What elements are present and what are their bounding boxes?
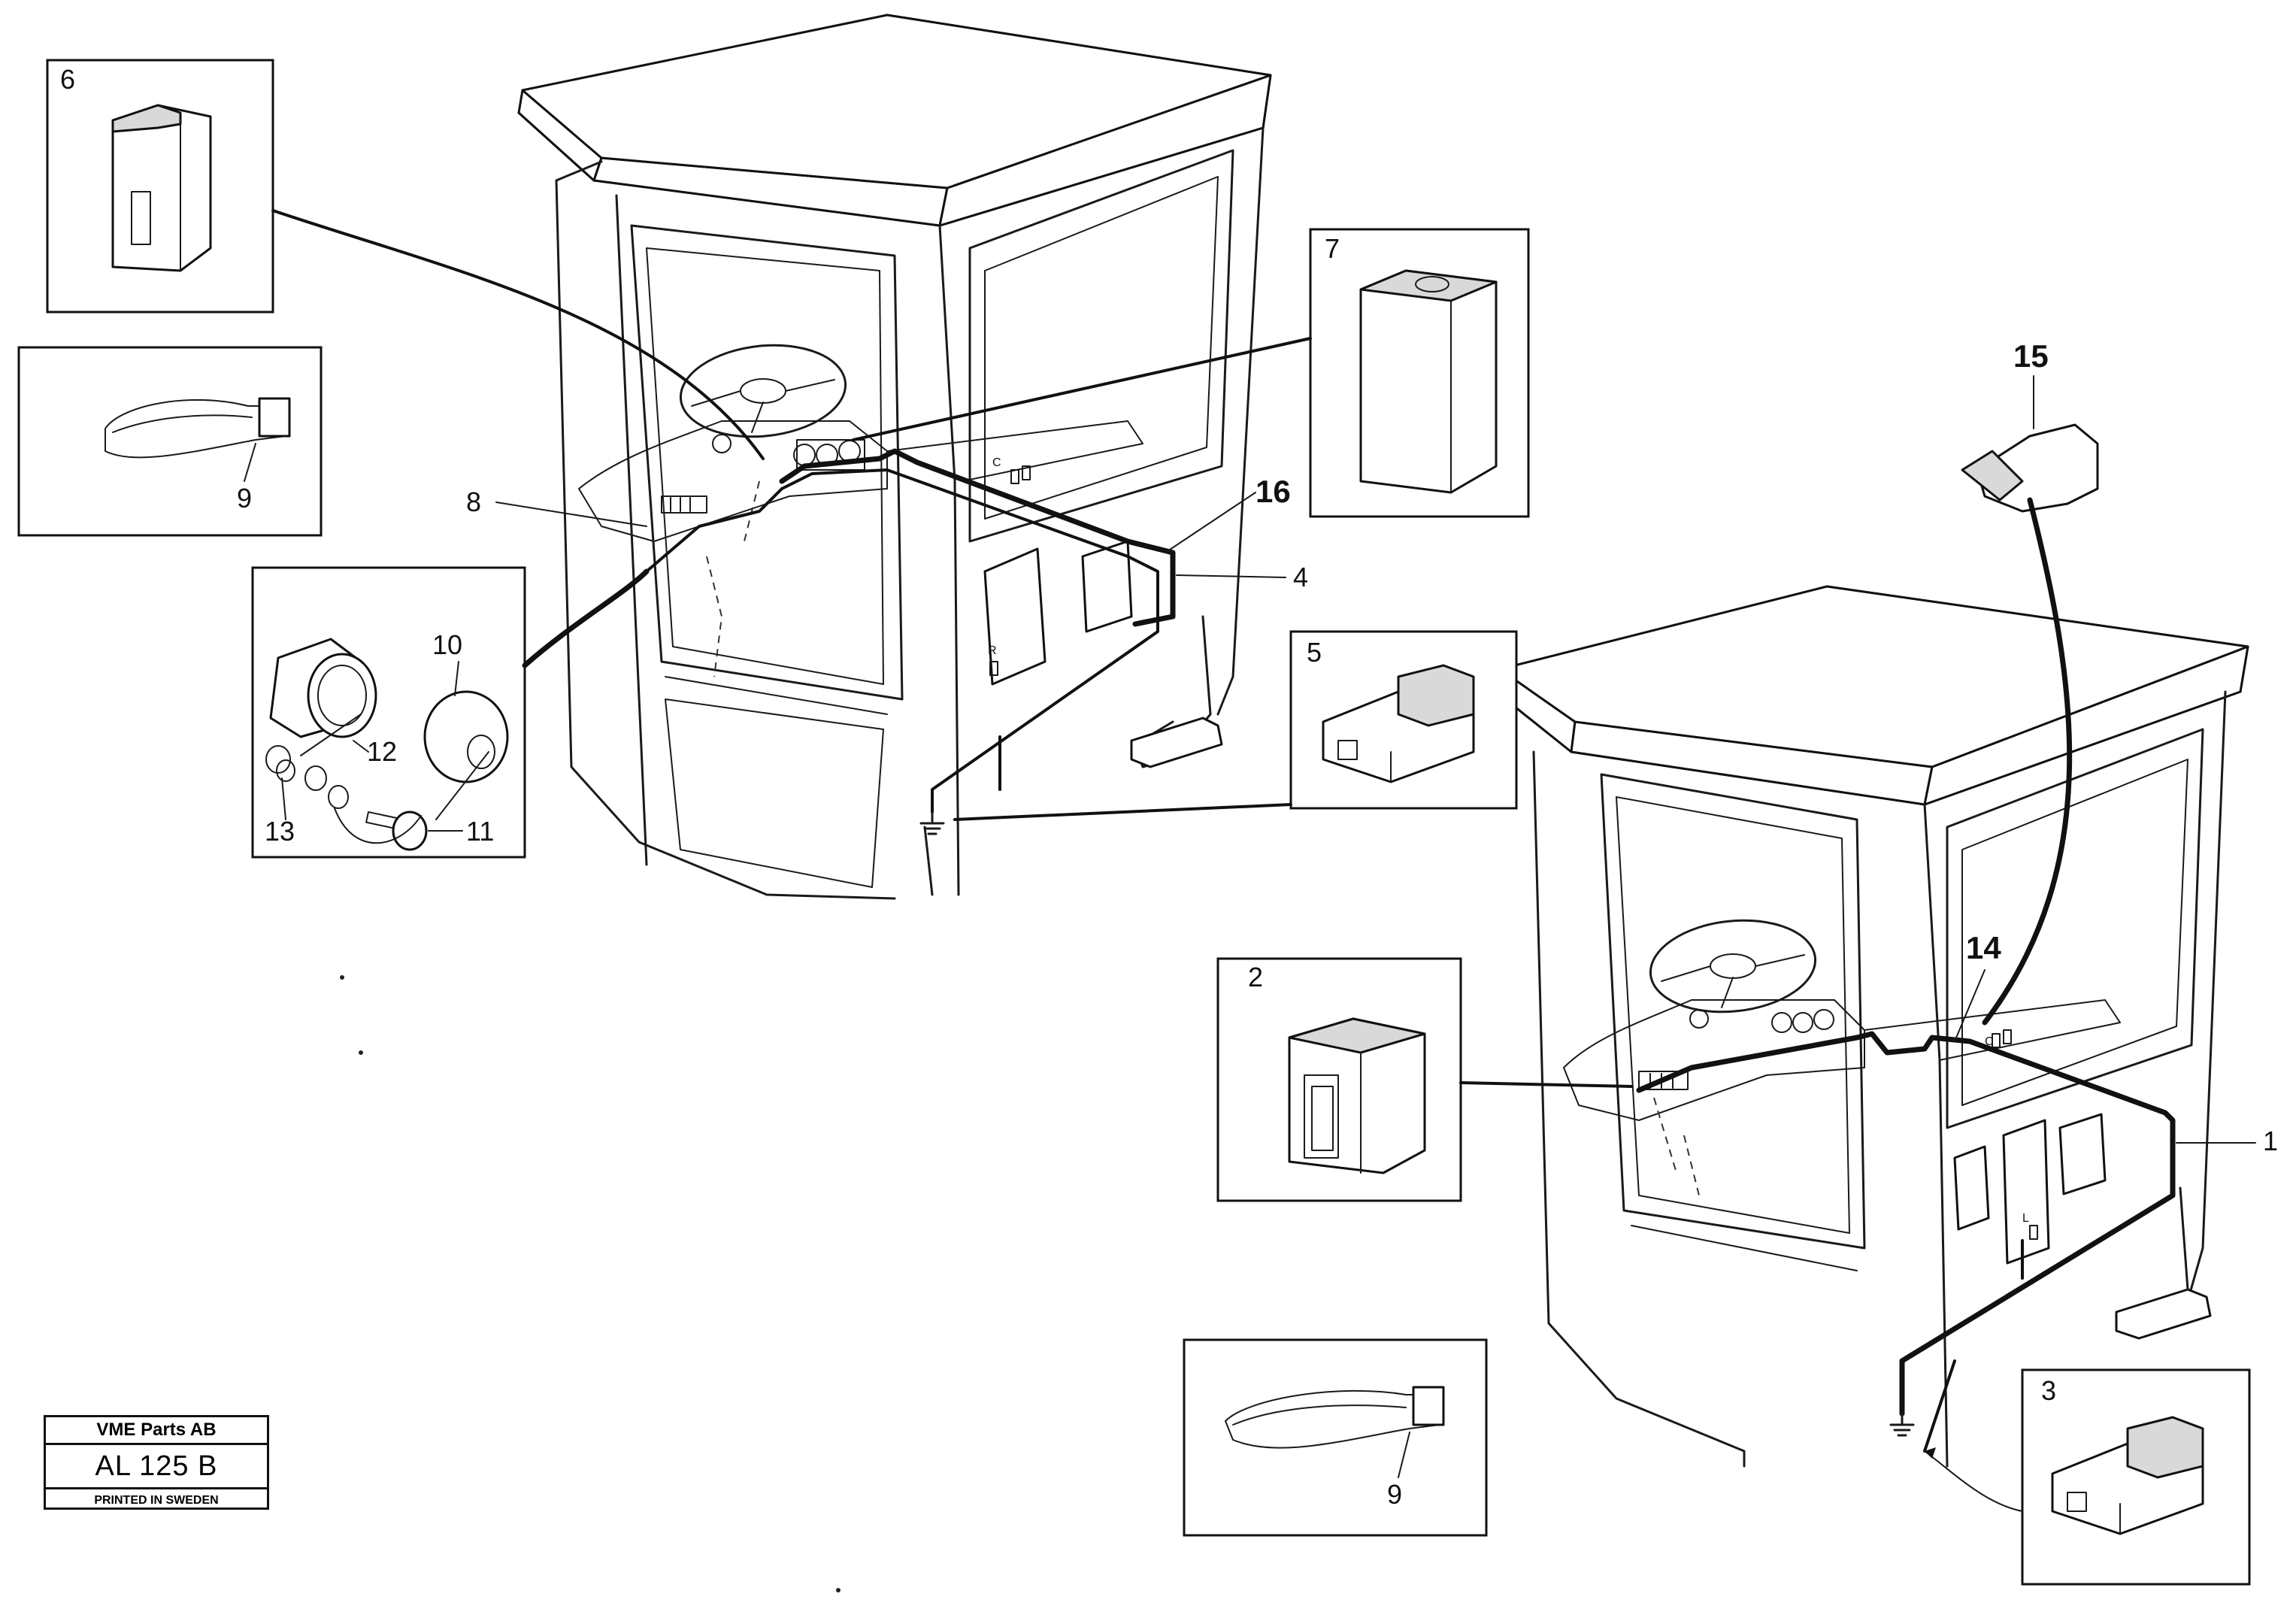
leaders [271, 209, 2073, 1512]
callout-8: 8 [466, 486, 481, 517]
callout-1: 1 [2263, 1126, 2278, 1156]
callout-7: 7 [1325, 233, 1340, 264]
callout-12: 12 [367, 736, 397, 767]
right-cab: L C [1495, 585, 2249, 1468]
inset-2: 2 [1216, 957, 1462, 1202]
right-cab-harness [1636, 1031, 2176, 1453]
title-block: VME Parts AB AL 125 B PRINTED IN SWEDEN [44, 1415, 269, 1510]
callout-13: 13 [265, 816, 295, 847]
title-block-code: AL 125 B [46, 1445, 267, 1489]
callout-14: 14 [1966, 930, 2001, 965]
callout-16: 16 [1256, 474, 1291, 509]
callout-11: 11 [466, 816, 494, 847]
callout-6: 6 [60, 64, 75, 95]
inset-7: 7 [1309, 228, 1530, 518]
cab-callouts: 8 16 4 14 1 [466, 474, 2278, 1156]
left-cab: R C [517, 14, 1272, 900]
right-cab-mark-c: C [1985, 1035, 1994, 1048]
callout-9-bottom: 9 [1387, 1479, 1402, 1510]
callout-2: 2 [1248, 962, 1263, 992]
right-cab-mark-l: L [2022, 1212, 2029, 1225]
left-ground-icon [919, 811, 945, 835]
inset-3: 3 [2021, 1368, 2251, 1586]
callout-15: 15 [2013, 338, 2049, 374]
callout-9-top: 9 [237, 483, 252, 514]
inset-6: 6 [46, 59, 274, 314]
callout-4: 4 [1293, 562, 1308, 592]
callout-3: 3 [2041, 1375, 2056, 1406]
title-block-company: VME Parts AB [46, 1417, 267, 1445]
right-ground-icon [1889, 1412, 1915, 1437]
part-15: 15 [1961, 338, 2099, 513]
left-cab-harness [645, 448, 1176, 835]
inset-9-bottom: 9 [1183, 1338, 1488, 1537]
inset-9-top: 9 [17, 346, 323, 537]
inset-instrument: 10 12 13 11 [251, 566, 526, 859]
inset-5: 5 [1289, 630, 1518, 810]
callout-5: 5 [1307, 637, 1322, 668]
left-cab-mark-c: C [992, 456, 1001, 469]
callout-10: 10 [432, 629, 462, 660]
title-block-printed: PRINTED IN SWEDEN [94, 1494, 219, 1507]
left-cab-mark-r: R [988, 644, 997, 657]
